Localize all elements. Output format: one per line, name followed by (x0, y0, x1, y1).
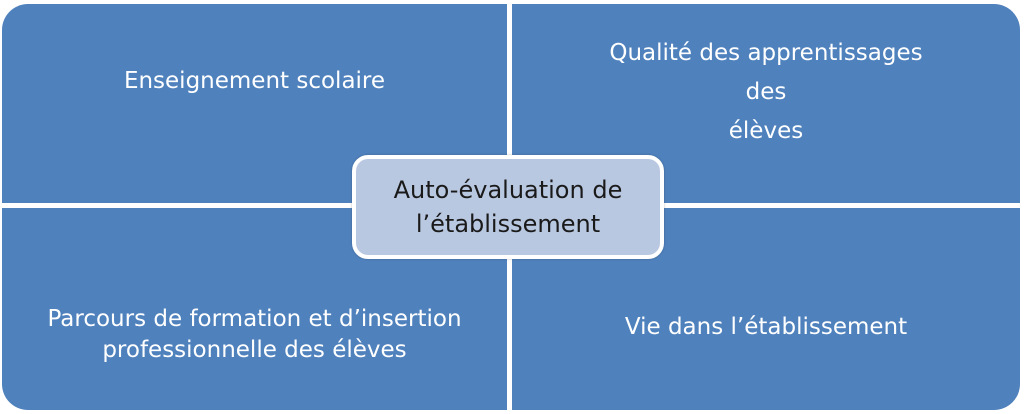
center-box: Auto-évaluation de l’établissement (352, 155, 664, 259)
quadrant-top-left-label: Enseignement scolaire (123, 68, 386, 94)
quadrant-bottom-right-label: Vie dans l’établissement (624, 313, 908, 340)
quadrant-bottom-left-label: Parcours de formation et d’insertion pro… (47, 306, 462, 363)
quadrant-top-right-label: Qualité des apprentissages des élèves (609, 40, 923, 144)
center-label: Auto-évaluation de l’établissement (393, 176, 623, 238)
quadrant-top-left: Enseignement scolaire (2, 4, 507, 203)
quadrant-bottom-left: Parcours de formation et d’insertion pro… (2, 208, 507, 410)
